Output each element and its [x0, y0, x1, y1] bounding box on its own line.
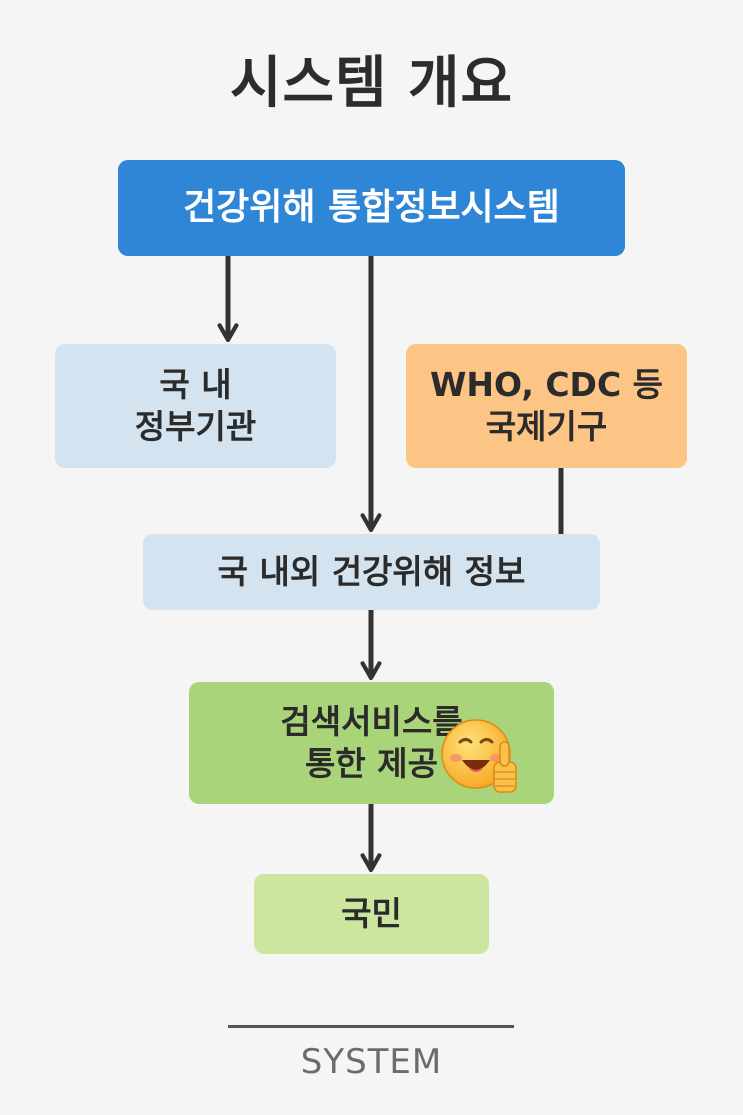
citizen-label: 국민: [341, 893, 402, 933]
international-org-label-line2: 국제기구: [485, 407, 608, 446]
search-service-label-line2: 통한 제공: [305, 744, 438, 783]
domestic-agency-label-line2: 정부기관: [134, 407, 257, 446]
system-node-label: 건강위해 통합정보시스템: [183, 186, 560, 228]
health-hazard-info-label: 국 내외 건강위해 정보: [217, 551, 526, 591]
citizen-node: 국민: [254, 874, 489, 954]
health-hazard-info-node: 국 내외 건강위해 정보: [143, 534, 600, 610]
footer-logo-text: SYSTEM: [300, 1042, 443, 1082]
international-org-label-line1: WHO, CDC 등: [429, 364, 664, 404]
system-node: 건강위해 통합정보시스템: [118, 160, 625, 256]
page-title: 시스템 개요: [229, 51, 514, 116]
footer-divider: [228, 1025, 514, 1028]
search-service-node: 검색서비스를 통한 제공: [189, 682, 554, 804]
domestic-agency-node: 국 내 정부기관: [55, 344, 336, 468]
domestic-agency-label-line1: 국 내: [159, 364, 232, 404]
international-org-node: WHO, CDC 등 국제기구: [406, 344, 687, 468]
smiling-face-thumbs-up-icon: [441, 719, 517, 793]
search-service-label-line1: 검색서비스를: [280, 701, 463, 741]
